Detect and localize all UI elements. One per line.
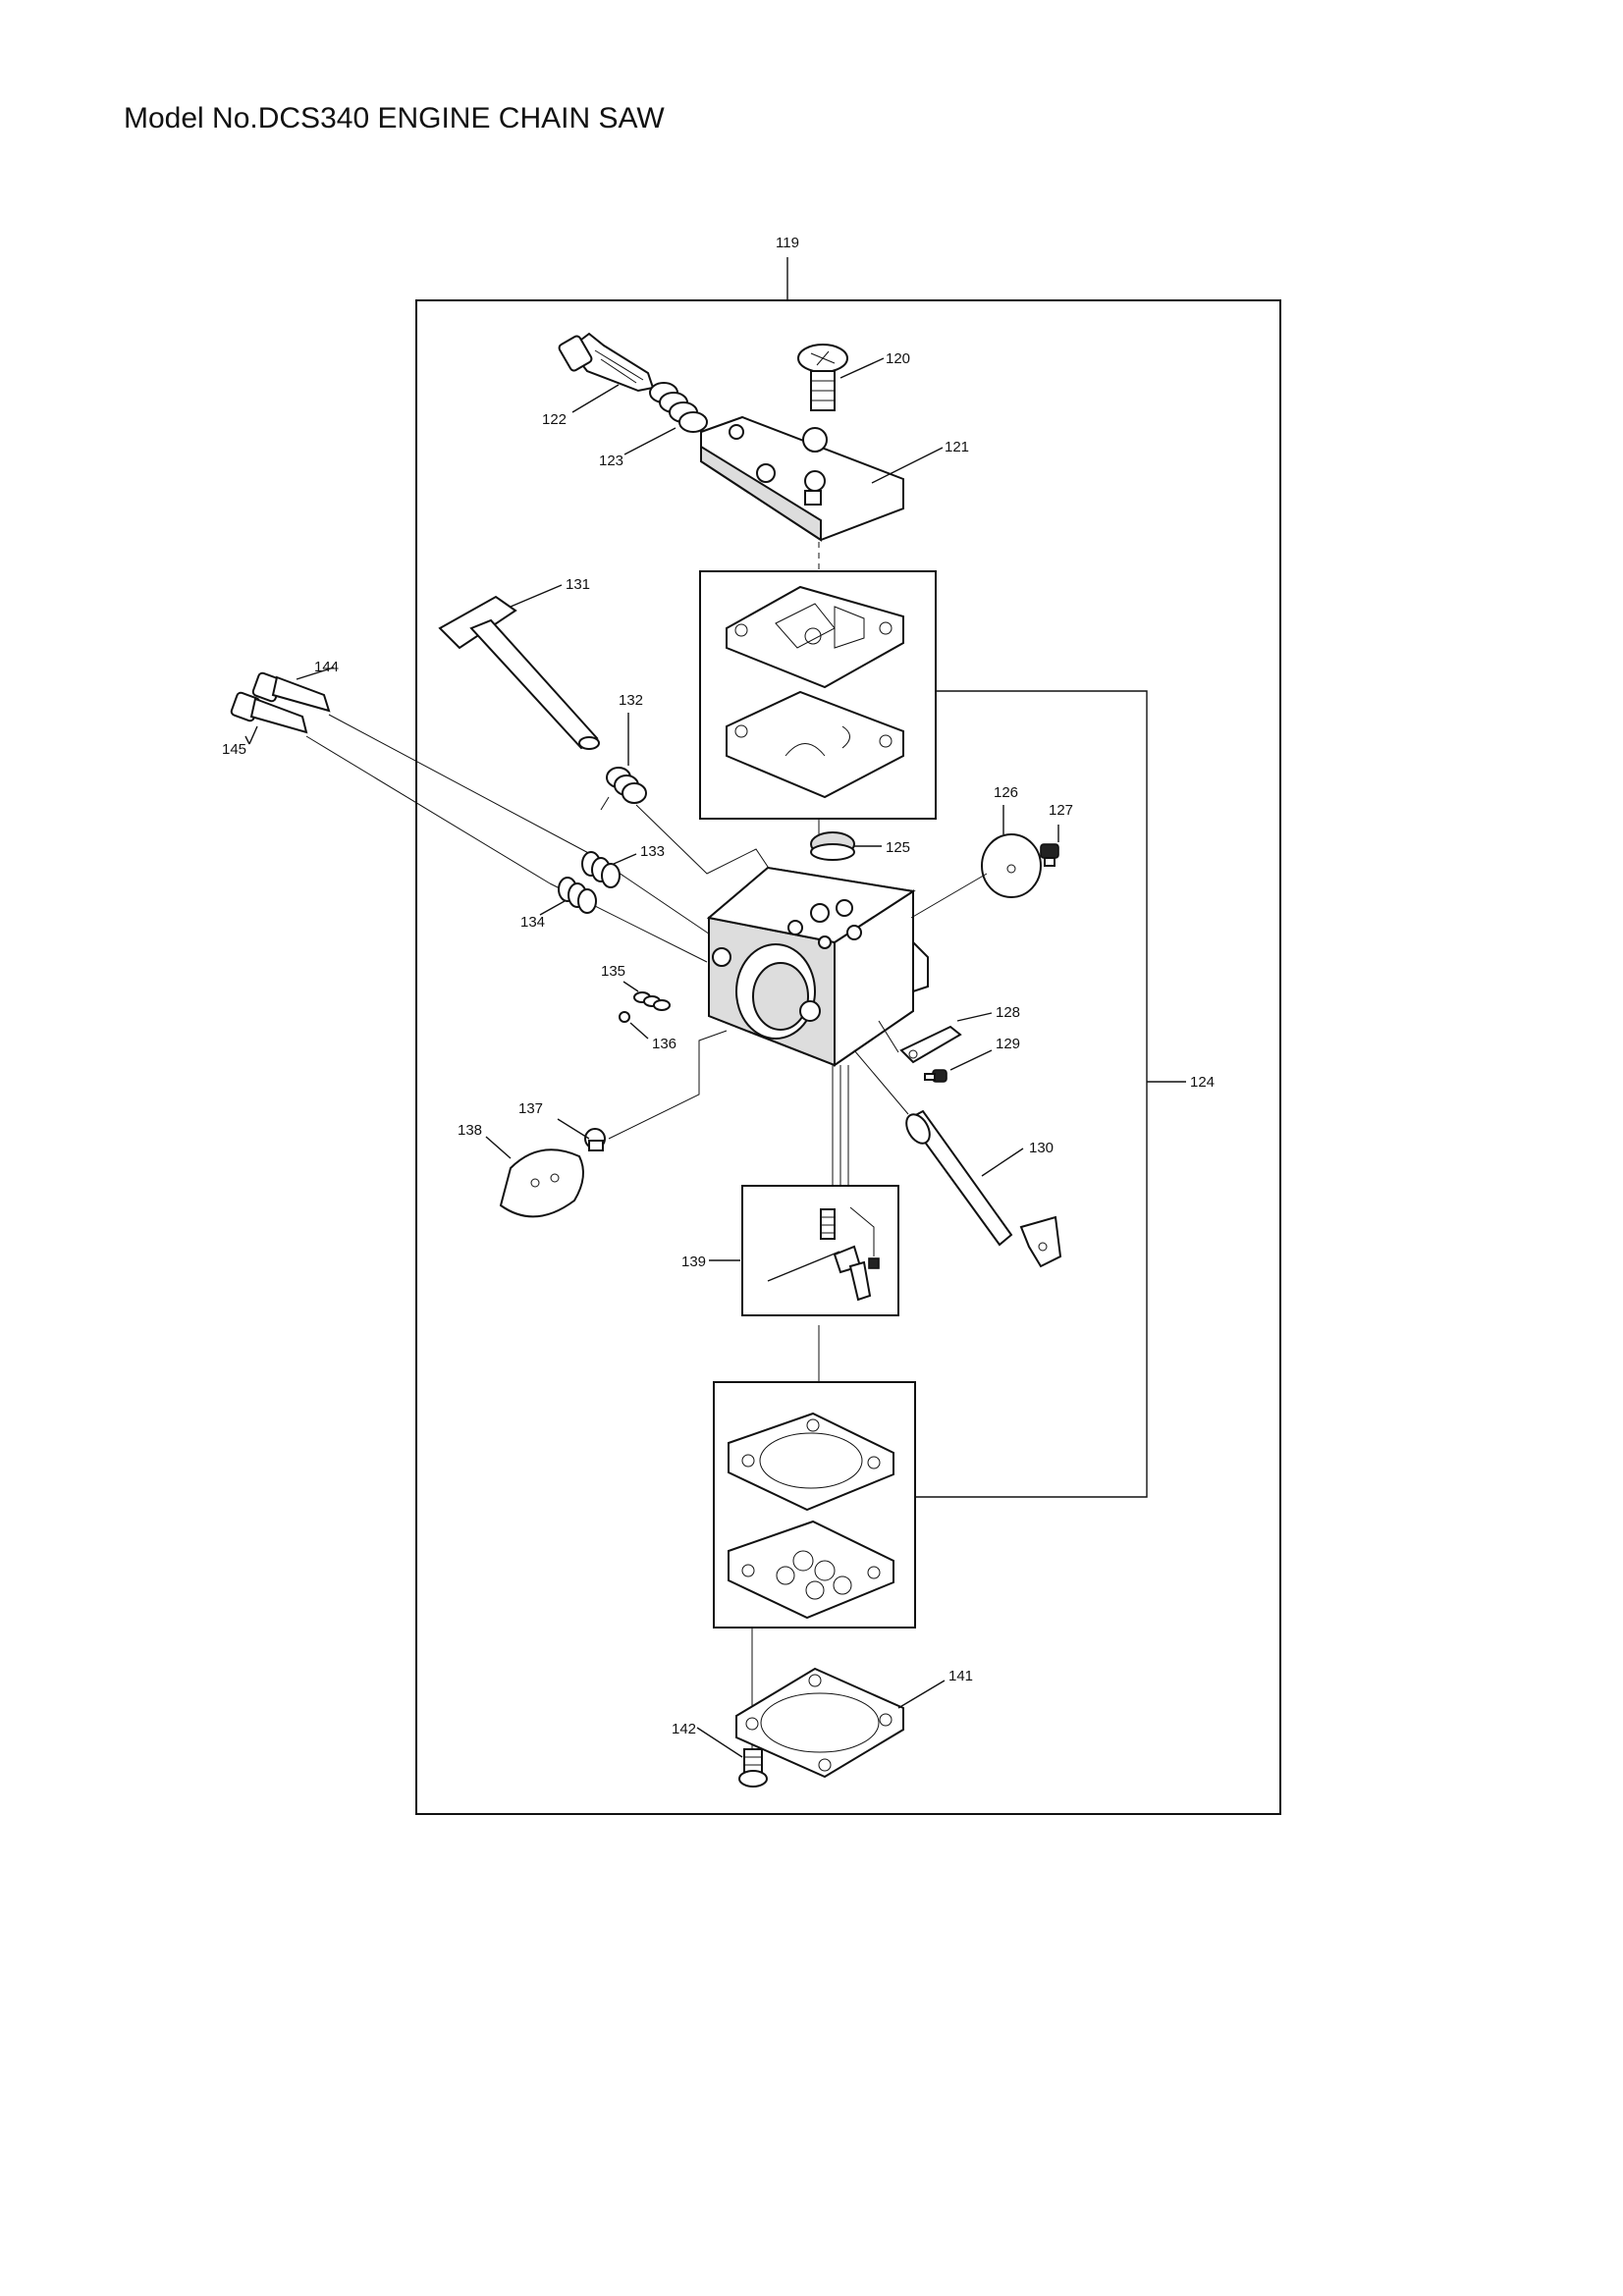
part-126-choke-plate xyxy=(981,833,1042,898)
callout-125: 125 xyxy=(886,839,910,856)
part-120-screw xyxy=(797,344,848,411)
part-132-return-spring xyxy=(600,767,647,811)
callout-135: 135 xyxy=(601,963,625,980)
carburetor-body xyxy=(706,866,929,1067)
callout-119: 119 xyxy=(776,235,799,251)
callout-144: 144 xyxy=(314,659,339,675)
part-136-ball xyxy=(619,1011,630,1023)
callout-139: 139 xyxy=(681,1254,706,1270)
callout-133: 133 xyxy=(640,843,665,860)
part-130-choke-shaft xyxy=(905,1109,1062,1268)
gasket-box-lower xyxy=(713,1381,916,1629)
gasket-box-upper xyxy=(699,570,937,820)
part-135-spring xyxy=(633,991,671,1011)
callout-128: 128 xyxy=(996,1004,1020,1021)
part-133-spring xyxy=(581,851,621,888)
callout-138: 138 xyxy=(458,1122,482,1139)
callout-131: 131 xyxy=(566,576,590,593)
part-138-throttle-plate xyxy=(499,1148,584,1218)
callout-126: 126 xyxy=(994,784,1018,801)
needle-kit-box xyxy=(741,1185,899,1316)
part-141-pump-cover xyxy=(735,1667,904,1779)
part-121-cover-plate xyxy=(700,415,904,542)
part-129-screw xyxy=(924,1069,947,1083)
callout-124: 124 xyxy=(1190,1074,1215,1091)
assembly-frame xyxy=(415,299,1281,1815)
part-122-idle-screw xyxy=(558,332,655,393)
callout-127: 127 xyxy=(1049,802,1073,819)
callout-137: 137 xyxy=(518,1100,543,1117)
part-128-lever xyxy=(899,1025,962,1064)
part-125-fuel-screen xyxy=(810,831,855,861)
callout-123: 123 xyxy=(599,453,623,469)
callout-129: 129 xyxy=(996,1036,1020,1052)
part-134-spring xyxy=(558,877,597,914)
upper-gaskets xyxy=(726,585,904,799)
callout-134: 134 xyxy=(520,914,545,931)
callout-142: 142 xyxy=(672,1721,696,1737)
callout-120: 120 xyxy=(886,350,910,367)
lower-gaskets xyxy=(728,1412,894,1620)
callout-121: 121 xyxy=(945,439,969,455)
callout-132: 132 xyxy=(619,692,643,709)
page-title: Model No.DCS340 ENGINE CHAIN SAW xyxy=(124,102,665,134)
part-127-screw xyxy=(1040,843,1059,867)
callout-145: 145 xyxy=(222,741,246,758)
part-137-screw xyxy=(584,1128,606,1151)
part-145-needle xyxy=(230,691,308,734)
part-131-throttle-shaft xyxy=(438,595,600,750)
callout-141: 141 xyxy=(948,1668,973,1684)
callout-130: 130 xyxy=(1029,1140,1054,1156)
part-123-spring xyxy=(649,382,708,433)
part-142-screw xyxy=(738,1748,768,1788)
part-139-needle-kit xyxy=(767,1206,880,1302)
callout-122: 122 xyxy=(542,411,567,428)
callout-136: 136 xyxy=(652,1036,676,1052)
part-144-needle xyxy=(251,671,331,713)
